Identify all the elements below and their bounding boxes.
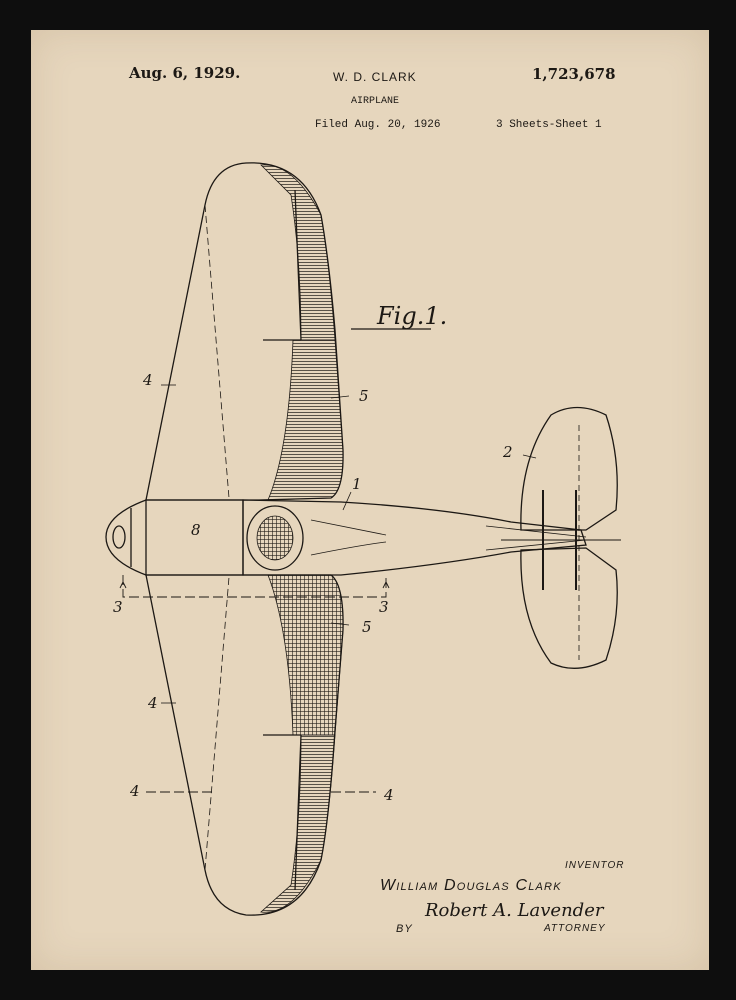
ref-2: 2 [502, 443, 513, 461]
ref-4-section-left: 4 [129, 782, 140, 800]
ref-3-left: 3 [113, 598, 123, 616]
reference-numerals: 1 2 3 3 4 4 4 4 5 5 8 [113, 371, 513, 804]
patent-number: 1,723,678 [532, 65, 616, 83]
patent-date: Aug. 6, 1929. [129, 64, 241, 82]
ref-3-right: 3 [379, 598, 389, 616]
filed-date: Filed Aug. 20, 1926 [315, 119, 441, 131]
engine-cowling [105, 499, 147, 576]
lower-wing-hatch [267, 574, 344, 736]
sheet-count: 3 Sheets-Sheet 1 [496, 119, 602, 131]
patent-title: AIRPLANE [351, 96, 400, 107]
ref-4-lower: 4 [147, 694, 158, 712]
ref-1: 1 [352, 475, 362, 493]
ref-8: 8 [191, 521, 201, 539]
patent-sheet: Aug. 6, 1929. W. D. CLARK 1,723,678 AIRP… [31, 30, 709, 970]
cockpit [246, 505, 304, 571]
attorney-signature: Robert A. Lavender [425, 900, 604, 921]
ref-5-upper: 5 [359, 387, 369, 405]
attorney-label: ATTORNEY [544, 923, 606, 934]
airplane-drawing: 1 2 3 3 4 4 4 4 5 5 8 [105, 162, 621, 916]
ref-5-lower: 5 [362, 618, 372, 636]
inventor-header: W. D. CLARK [333, 70, 417, 84]
horizontal-stabilizer-top [520, 406, 618, 531]
upper-wing-hatch [267, 339, 344, 501]
ref-4-upper: 4 [142, 371, 153, 389]
by-label: BY [396, 923, 413, 935]
inventor-name: William Douglas Clark [380, 877, 562, 894]
figure-label: Fig.1. [377, 302, 448, 330]
ref-4-section-right: 4 [383, 786, 394, 804]
inventor-label: INVENTOR [565, 860, 625, 871]
horizontal-stabilizer-bottom [520, 547, 618, 669]
